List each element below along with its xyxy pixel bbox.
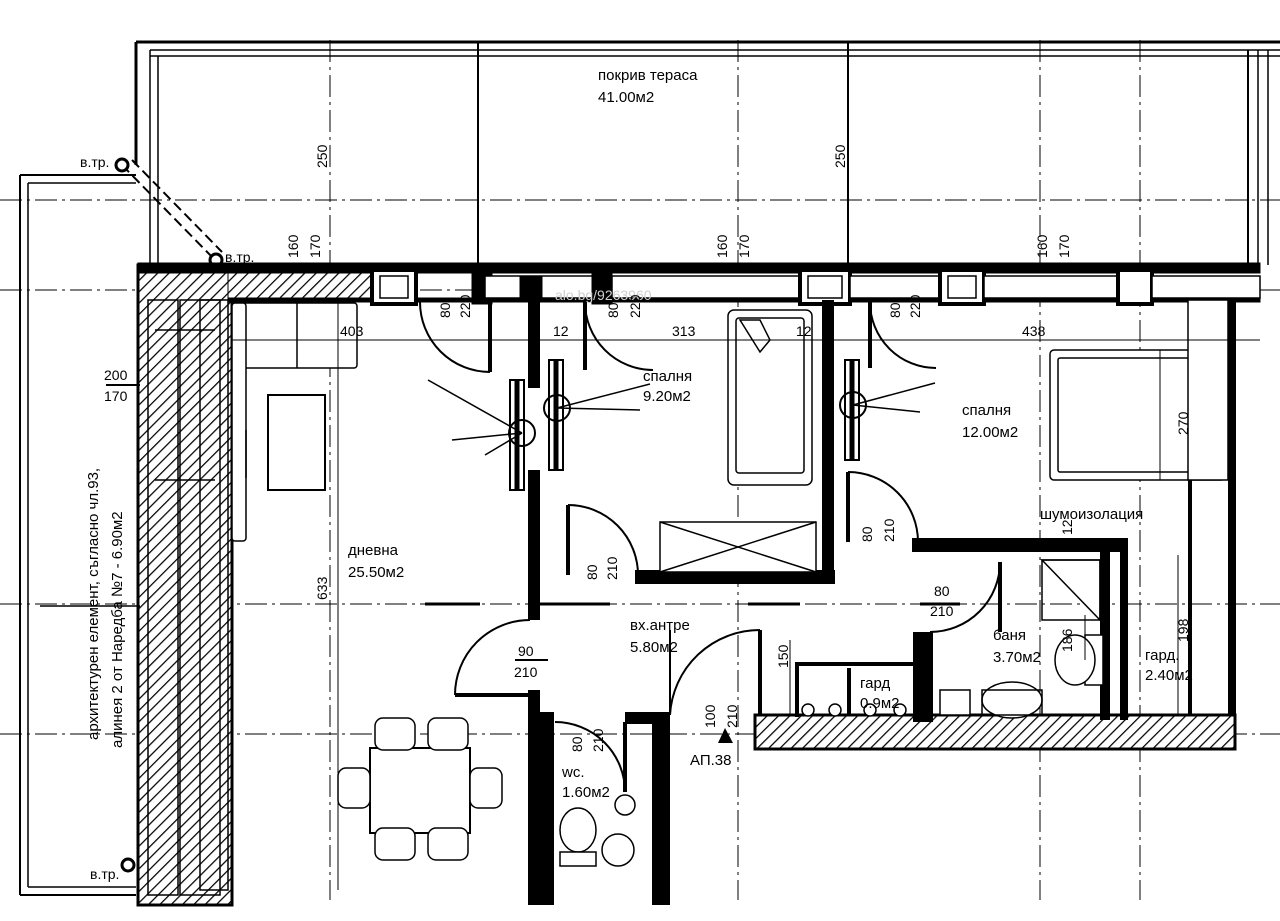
terrace-area: 41.00м2: [598, 89, 654, 106]
dim-403: 403: [340, 323, 364, 339]
bedroom-large-name: спалня: [962, 402, 1011, 419]
dim-entrance-door-bottom: 210: [724, 704, 740, 728]
interior-walls: [528, 300, 1237, 905]
dim-window3-top: 160: [1034, 234, 1050, 258]
terrace-name: покрив тераса: [598, 67, 698, 84]
bath-area: 3.70м2: [993, 649, 1041, 666]
drain-pipe-label-top: в.тр.: [80, 154, 109, 170]
apartment-label: АП.38: [690, 752, 731, 769]
dim-door2-bottom: 220: [627, 294, 643, 318]
wardrobe-small-name: гард: [860, 675, 890, 692]
drain-pipes: [114, 157, 224, 873]
dim-door1-top: 80: [437, 302, 453, 318]
dim-door-bed1-bottom: 210: [604, 556, 620, 580]
dim-bath-door-top: 80: [934, 583, 950, 599]
dim-198: 198: [1175, 618, 1191, 642]
arch-element-note-line2: алинея 2 от Наредба №7 - 6.90м2: [109, 511, 126, 748]
exterior-wall-right: [1188, 298, 1236, 720]
dim-door3-bottom: 220: [907, 294, 923, 318]
bedroom-small-area: 9.20м2: [643, 388, 691, 405]
dimension-lines: [40, 300, 1260, 890]
dim-window3-bottom: 170: [1056, 234, 1072, 258]
wardrobe-large-area: 2.40м2: [1145, 667, 1193, 684]
dim-438: 438: [1022, 323, 1046, 339]
dim-window2-bottom: 170: [736, 234, 752, 258]
dim-living-door-top: 90: [518, 643, 534, 659]
dim-terrace-h1: 250: [314, 144, 330, 168]
dim-186: 186: [1059, 628, 1075, 652]
dim-633: 633: [314, 576, 330, 600]
dim-door-bed2-top: 80: [859, 526, 875, 542]
bath-name: баня: [993, 627, 1026, 644]
bedroom-large-area: 12.00м2: [962, 424, 1018, 441]
dim-left-window-bottom: 170: [104, 388, 128, 404]
exterior-wall-left: [136, 263, 234, 907]
dim-12a: 12: [553, 323, 569, 339]
dim-window1-top: 160: [285, 234, 301, 258]
dim-wc-door-top: 80: [569, 736, 585, 752]
dim-bath-door-bottom: 210: [930, 603, 954, 619]
dim-270: 270: [1175, 411, 1191, 435]
dim-door-bed1-top: 80: [584, 564, 600, 580]
wc-area: 1.60м2: [562, 784, 610, 801]
apartment-marker-icon: [718, 728, 733, 743]
dim-wc-door-bottom: 210: [590, 728, 606, 752]
soundproofing-label: шумоизолация: [1040, 506, 1143, 523]
doors: [419, 301, 1002, 793]
dim-313: 313: [672, 323, 696, 339]
plan-labels: alo.bg/9263960 покрив тераса 41.00м2 дне…: [80, 67, 1193, 882]
watermark: alo.bg/9263960: [555, 287, 652, 303]
arch-element-note-line1: архитектурен елемент, съгласно чл.93,: [85, 468, 102, 740]
wc-name: wc.: [561, 764, 585, 781]
entrance-name: вх.антре: [630, 617, 690, 634]
dim-window2-top: 160: [714, 234, 730, 258]
exterior-wall-top: [137, 262, 1261, 306]
furniture: [199, 299, 1229, 891]
dim-window1-bottom: 170: [307, 234, 323, 258]
dim-12c: 12: [1059, 519, 1075, 535]
dim-living-door-bottom: 210: [514, 664, 538, 680]
wardrobe-large-name: гард.: [1145, 647, 1179, 664]
dim-door1-bottom: 220: [457, 294, 473, 318]
dim-12b: 12: [796, 323, 812, 339]
entrance-area: 5.80м2: [630, 639, 678, 656]
living-name: дневна: [348, 542, 399, 559]
dim-door3-top: 80: [887, 302, 903, 318]
dim-terrace-h2: 250: [832, 144, 848, 168]
dim-door2-top: 80: [605, 302, 621, 318]
wardrobe-small-area: 0.9м2: [860, 695, 900, 712]
living-area: 25.50м2: [348, 564, 404, 581]
dim-150: 150: [775, 644, 791, 668]
drain-pipe-label-bottom: в.тр.: [90, 866, 119, 882]
dim-entrance-door-top: 100: [702, 704, 718, 728]
drain-pipe-label-mid: в.тр.: [225, 249, 254, 265]
dim-door-bed2-bottom: 210: [881, 518, 897, 542]
dim-left-window-top: 200: [104, 367, 128, 383]
bedroom-small-name: спалня: [643, 368, 692, 385]
